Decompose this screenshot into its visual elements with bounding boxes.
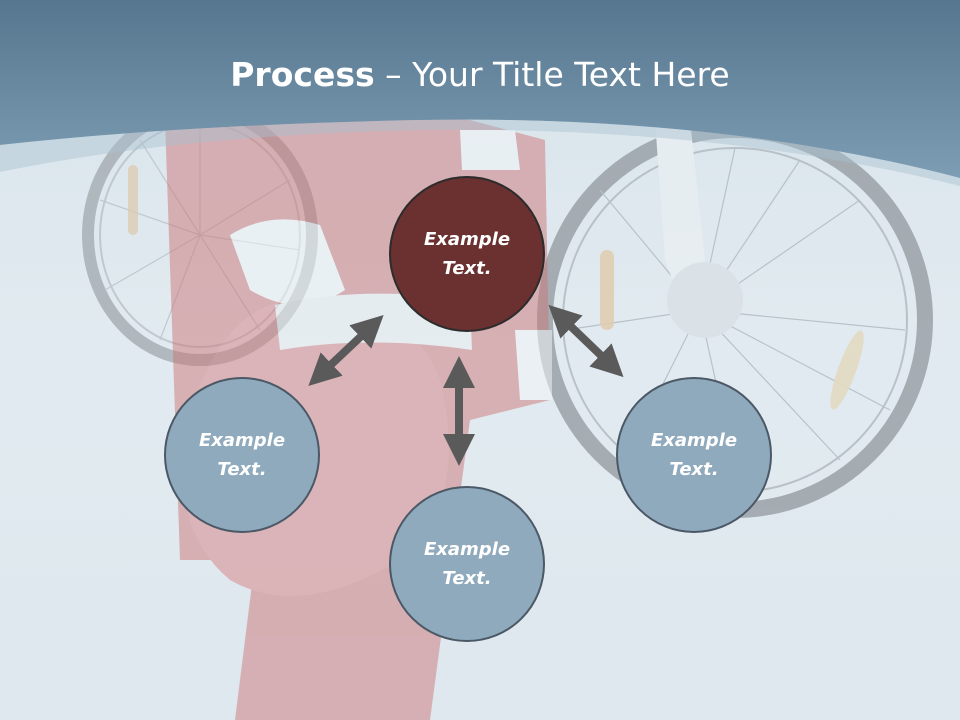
center-line1: Example — [423, 229, 511, 250]
center-circle: Example Text. — [389, 176, 545, 332]
node-bottom-line2: Text. — [442, 568, 492, 589]
title-bold: Process — [230, 55, 375, 94]
node-circle-right: Example Text. — [616, 377, 772, 533]
double-arrow-left — [308, 315, 384, 386]
double-arrow-right — [548, 304, 624, 378]
center-line2: Text. — [442, 258, 492, 279]
slide-title: Process – Your Title Text Here — [0, 52, 960, 98]
node-circle-bottom: Example Text. — [389, 486, 545, 642]
node-right-line2: Text. — [669, 459, 719, 480]
node-left-line2: Text. — [217, 459, 267, 480]
node-circle-left: Example Text. — [164, 377, 320, 533]
header-band — [0, 0, 960, 186]
node-left-line1: Example — [198, 430, 286, 451]
node-right-line1: Example — [650, 430, 738, 451]
node-bottom-line1: Example — [423, 539, 511, 560]
title-rest: – Your Title Text Here — [374, 55, 730, 94]
